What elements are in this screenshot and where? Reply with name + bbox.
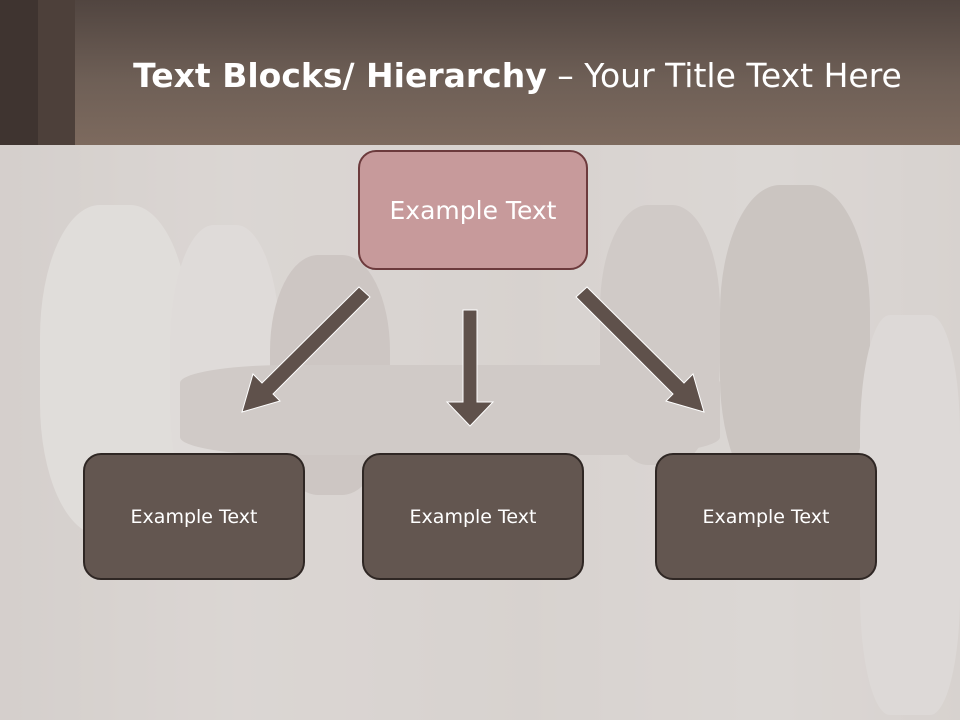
arrow-right [575, 286, 705, 413]
child-box-1[interactable]: Example Text [83, 453, 305, 580]
child-box-label: Example Text [409, 505, 537, 528]
child-box-3[interactable]: Example Text [655, 453, 877, 580]
child-box-label: Example Text [702, 505, 830, 528]
title-bold-part: Text Blocks/ Hierarchy [133, 56, 547, 95]
arrow-center [445, 309, 495, 427]
slide-title: Text Blocks/ Hierarchy – Your Title Text… [75, 55, 960, 97]
top-box-label: Example Text [389, 195, 557, 225]
title-accent-stripe [38, 0, 75, 145]
top-box[interactable]: Example Text [358, 150, 588, 270]
title-rest-part: – Your Title Text Here [546, 56, 902, 95]
child-box-2[interactable]: Example Text [362, 453, 584, 580]
title-accent-stripe [0, 0, 38, 145]
arrow-left [241, 286, 371, 413]
child-box-label: Example Text [130, 505, 258, 528]
title-bar: Text Blocks/ Hierarchy – Your Title Text… [0, 0, 960, 145]
